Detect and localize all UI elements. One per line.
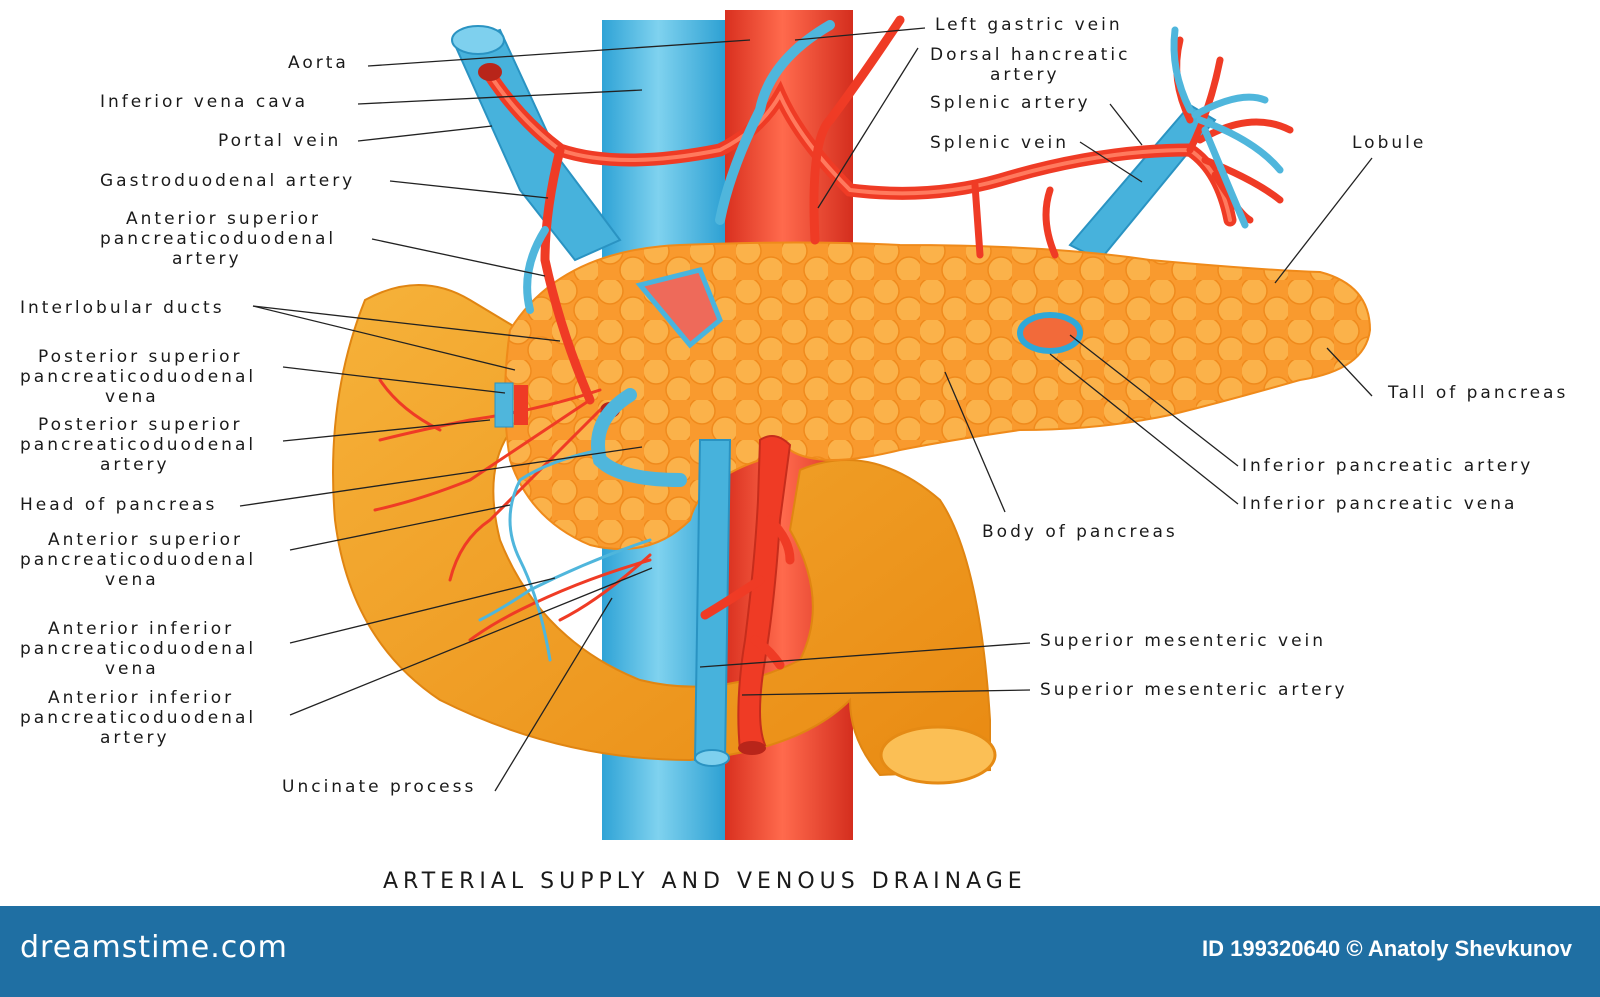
label-post-sup-pd-vena-1: Posterior superior: [38, 347, 243, 367]
anatomy-diagram: Aorta Inferior vena cava Portal vein Gas…: [20, 10, 1568, 894]
splenic-vein-branches: [1170, 26, 1284, 229]
label-inferior-pancreatic-artery: Inferior pancreatic artery: [1242, 456, 1533, 476]
pancreas-cut-section: [1017, 312, 1083, 354]
label-ant-inf-pd-vena-3: vena: [105, 659, 159, 679]
diagram-title: ARTERIAL SUPPLY AND VENOUS DRAINAGE: [383, 869, 1027, 894]
footer-bar: dreamstime.com ID 199320640 © Anatoly Sh…: [0, 906, 1600, 997]
label-ant-inf-pd-vena-2: pancreaticoduodenal: [20, 639, 256, 659]
label-post-sup-pd-artery-3: artery: [100, 455, 170, 475]
sma-branches: [700, 515, 795, 670]
gastroduodenal-artery: [540, 145, 595, 405]
label-ant-inf-pd-vena-1: Anterior inferior: [48, 619, 234, 639]
label-dorsal-pancreatic-artery-1: Dorsal hancreatic: [930, 45, 1130, 65]
label-ant-inf-pd-artery-1: Anterior inferior: [48, 688, 234, 708]
label-aorta: Aorta: [288, 53, 349, 73]
head-fine-veins: [478, 448, 652, 662]
smv-opening: [694, 749, 730, 767]
label-ant-sup-pd-artery-2: pancreaticoduodenal: [100, 229, 336, 249]
label-ant-sup-pd-artery-1: Anterior superior: [126, 209, 321, 229]
label-splenic-vein: Splenic vein: [930, 133, 1069, 153]
label-interlobular-ducts: Interlobular ducts: [20, 298, 225, 318]
head-venous-loop: [591, 388, 687, 487]
label-post-sup-pd-artery-1: Posterior superior: [38, 415, 243, 435]
posterior-sup-pd-artery: [514, 385, 528, 425]
left-gastric-vein: [715, 20, 835, 225]
label-ant-sup-pd-artery-3: artery: [172, 249, 242, 269]
label-splenic-artery: Splenic artery: [930, 93, 1091, 113]
leader-lines: [239, 27, 1373, 792]
portal-vein-opening: [451, 25, 505, 55]
label-inferior-vena-cava: Inferior vena cava: [100, 92, 308, 112]
footer-credit: ID 199320640 © Anatoly Shevkunov: [1201, 936, 1572, 961]
label-left-gastric-vein: Left gastric vein: [935, 15, 1123, 35]
label-ant-inf-pd-artery-2: pancreaticoduodenal: [20, 708, 256, 728]
label-dorsal-pancreatic-artery-2: artery: [990, 65, 1060, 85]
label-tail-of-pancreas: Tall of pancreas: [1387, 383, 1568, 403]
label-inferior-pancreatic-vena: Inferior pancreatic vena: [1242, 494, 1517, 514]
duodenum-opening: [879, 725, 997, 785]
body-branches: [971, 181, 1059, 259]
label-body-of-pancreas: Body of pancreas: [982, 522, 1178, 542]
label-portal-vein: Portal vein: [218, 131, 341, 151]
portal-vein: [453, 28, 622, 262]
hepatic-artery-opening: [478, 63, 502, 81]
left-gastric-artery: [809, 15, 905, 245]
label-superior-mesenteric-artery: Superior mesenteric artery: [1040, 680, 1348, 700]
label-post-sup-pd-artery-2: pancreaticoduodenal: [20, 435, 256, 455]
splenic-vein: [1068, 103, 1217, 262]
sma-opening: [738, 741, 766, 755]
label-post-sup-pd-vena-3: vena: [105, 387, 159, 407]
label-gastroduodenal-artery: Gastroduodenal artery: [100, 171, 355, 191]
label-lobule: Lobule: [1352, 133, 1426, 153]
portal-vein-branch: [523, 226, 549, 314]
label-head-of-pancreas: Head of pancreas: [20, 495, 217, 515]
head-fine-arteries: [373, 378, 652, 642]
label-post-sup-pd-vena-2: pancreaticoduodenal: [20, 367, 256, 387]
superior-mesenteric-artery: [737, 435, 792, 752]
label-superior-mesenteric-vein: Superior mesenteric vein: [1040, 631, 1326, 651]
posterior-sup-pd-vena: [494, 382, 514, 428]
label-uncinate-process: Uncinate process: [282, 777, 476, 797]
label-ant-sup-pd-vena-3: vena: [105, 570, 159, 590]
label-ant-sup-pd-vena-2: pancreaticoduodenal: [20, 550, 256, 570]
label-ant-inf-pd-artery-3: artery: [100, 728, 170, 748]
footer-brand[interactable]: dreamstime.com: [20, 930, 288, 965]
pancreas-cut-section-left: [635, 267, 723, 349]
label-ant-sup-pd-vena-1: Anterior superior: [48, 530, 243, 550]
